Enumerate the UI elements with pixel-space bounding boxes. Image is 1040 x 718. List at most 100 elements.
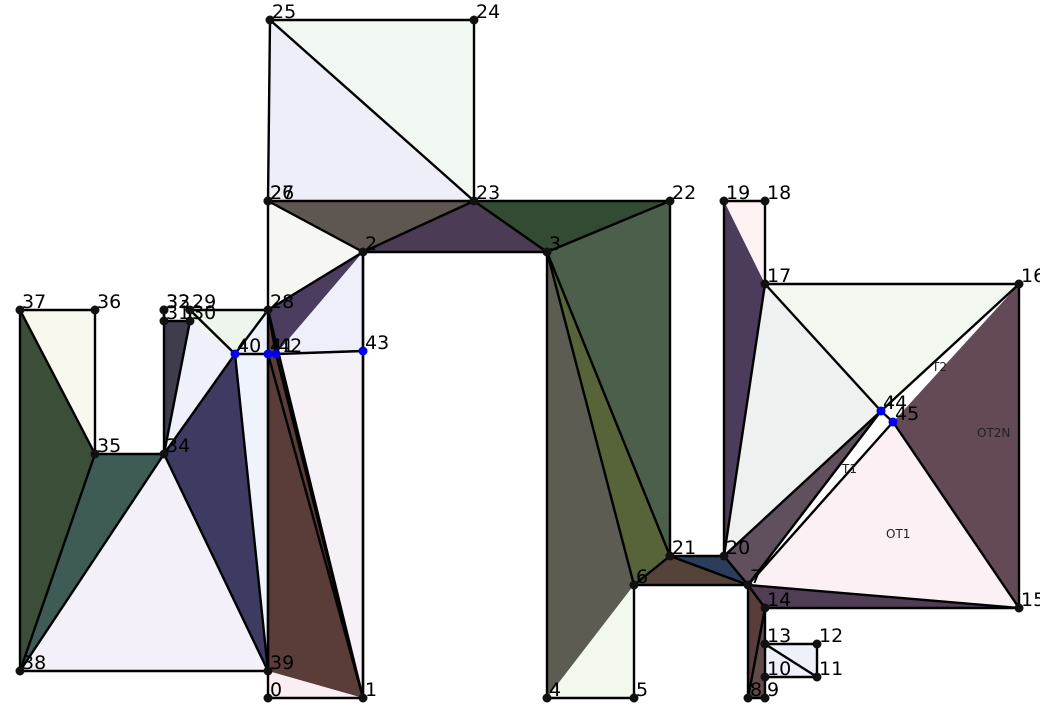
- vertex-label: 10: [767, 658, 791, 680]
- vertex-label: 30: [192, 302, 216, 324]
- triangle-face: [724, 201, 765, 556]
- edges-layer: [18, 18, 1021, 700]
- vertex-point: [159, 449, 169, 459]
- vertex-point: [358, 247, 368, 257]
- vertex-label: 29: [192, 291, 216, 313]
- edge-line: [266, 309, 278, 355]
- vertex-point: [888, 417, 898, 427]
- edge-line: [266, 353, 365, 699]
- edge-line: [746, 607, 767, 699]
- edge-line: [189, 309, 236, 355]
- vertex-point: [469, 196, 479, 206]
- edge-line: [747, 583, 1020, 610]
- vertex-label: 4: [549, 679, 561, 701]
- vertex-point: [230, 349, 240, 359]
- vertex-point: [812, 639, 822, 649]
- vertex-label: 3: [549, 233, 561, 255]
- vertex-label: 13: [767, 625, 791, 647]
- vertex-label: 19: [726, 182, 750, 204]
- edge-line: [892, 421, 1020, 609]
- edge-line: [723, 410, 882, 557]
- triangle-face: [724, 284, 881, 556]
- region-label: OT2N: [977, 426, 1010, 440]
- triangle-face: [20, 310, 95, 671]
- vertex-point: [719, 551, 729, 561]
- vertex-label: 34: [166, 435, 190, 457]
- vertex-point: [263, 666, 273, 676]
- vertex-label: 31: [166, 302, 190, 324]
- vertex-label: 32: [166, 291, 190, 313]
- vertex-label: 39: [270, 652, 294, 674]
- edge-line: [162, 320, 192, 455]
- triangle-face: [724, 411, 881, 585]
- triangle-face: [881, 284, 1019, 422]
- triangle-face: [268, 252, 363, 354]
- vertex-label: 9: [767, 679, 779, 701]
- vertex-point: [159, 316, 169, 326]
- triangle-face: [276, 252, 363, 354]
- vertex-label: 12: [819, 625, 843, 647]
- vertex-label: 45: [895, 403, 919, 425]
- vertex-point: [760, 603, 770, 613]
- vertex-label: 20: [726, 537, 750, 559]
- vertex-point: [760, 279, 770, 289]
- vertex-label: 44: [883, 392, 907, 414]
- region-label: OT1: [886, 527, 910, 541]
- triangle-face: [547, 201, 670, 556]
- triangle-face: [268, 201, 363, 310]
- vertex-label: 15: [1021, 589, 1040, 611]
- vertex-point: [358, 693, 368, 703]
- edge-line: [275, 349, 364, 356]
- vertex-point: [185, 316, 195, 326]
- vertex-label: 0: [270, 679, 282, 701]
- vertex-label: 43: [365, 332, 389, 354]
- vertex-point: [15, 305, 25, 315]
- vertex-label: 35: [97, 435, 121, 457]
- edge-line: [234, 309, 269, 355]
- vertex-label: 24: [476, 1, 500, 23]
- triangle-face: [268, 671, 363, 698]
- edge-line: [747, 584, 766, 609]
- vertex-label: 5: [636, 679, 648, 701]
- triangle-face: [363, 201, 547, 252]
- vertex-point: [15, 666, 25, 676]
- vertex-label: 7: [750, 566, 762, 588]
- vertex-label: 22: [672, 182, 696, 204]
- vertices-layer: [15, 15, 1024, 703]
- vertex-label: 1: [365, 679, 377, 701]
- vertex-label: 8: [750, 679, 762, 701]
- edge-line: [633, 555, 671, 586]
- vertex-point: [743, 580, 753, 590]
- vertex-point: [469, 15, 479, 25]
- triangle-face: [748, 422, 1019, 608]
- triangle-face: [547, 252, 634, 698]
- vertex-label: 18: [767, 182, 791, 204]
- vertex-point: [542, 247, 552, 257]
- region-label: T2: [931, 360, 947, 374]
- edge-line: [669, 554, 749, 587]
- edge-line: [274, 353, 365, 699]
- vertex-label: 17: [767, 265, 791, 287]
- vertex-point: [665, 551, 675, 561]
- triangle-face: [164, 354, 268, 671]
- triangle-face: [164, 321, 235, 454]
- vertex-point: [263, 196, 273, 206]
- triangle-face: [765, 284, 1019, 411]
- triangle-face: [190, 310, 268, 354]
- edge-line: [18, 309, 97, 455]
- vertex-point: [263, 349, 273, 359]
- vertex-point: [185, 305, 195, 315]
- vertex-label: 23: [476, 182, 500, 204]
- vertex-label: 42: [278, 335, 302, 357]
- vertex-label: 21: [672, 537, 696, 559]
- vertex-label: 38: [22, 652, 46, 674]
- edge-line: [267, 250, 364, 312]
- vertex-point: [760, 693, 770, 703]
- edge-line: [880, 283, 1020, 412]
- edge-line: [546, 199, 671, 254]
- edge-line: [747, 410, 882, 586]
- edge-line: [267, 199, 364, 254]
- vertex-label: 26: [270, 182, 294, 204]
